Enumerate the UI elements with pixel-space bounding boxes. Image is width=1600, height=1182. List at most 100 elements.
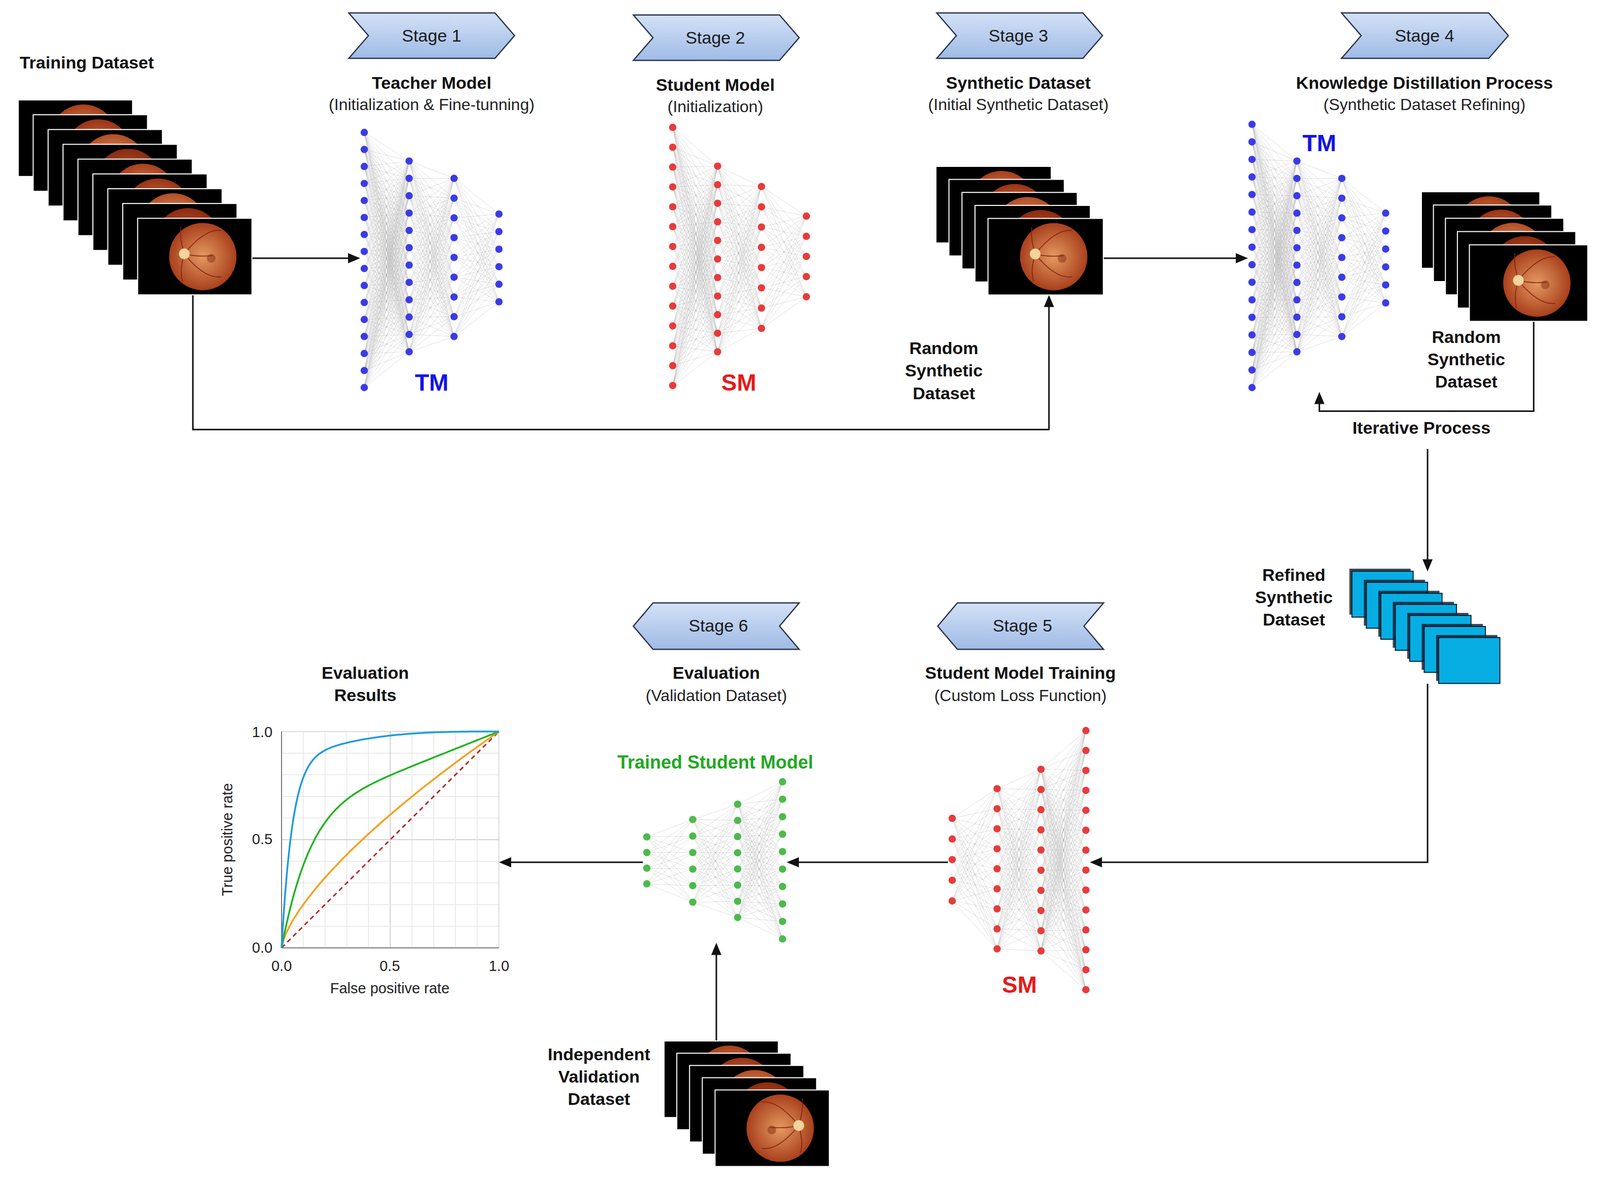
connector-line: [510, 861, 643, 863]
optic-disc: [1512, 274, 1524, 286]
dataset-label: Refined Synthetic Dataset: [1242, 563, 1345, 631]
connector: [1102, 253, 1248, 264]
neuron-dot: [643, 880, 651, 888]
vessel: [761, 1125, 799, 1149]
axis-title: True positive rate: [218, 783, 238, 897]
connector: [252, 253, 361, 264]
neuron-dot: [450, 175, 458, 183]
shape-graphic: [642, 777, 787, 944]
image-frame: [715, 1089, 830, 1167]
neuron-dot: [713, 181, 721, 189]
arrow-head: [1235, 253, 1248, 264]
neuron-dot: [689, 898, 697, 906]
stage-heading: Student Model Training: [925, 661, 1117, 684]
neuron-dot: [993, 945, 1001, 953]
connector: [1422, 448, 1433, 572]
chart-title: Evaluation Results: [301, 661, 429, 707]
shape-graphic: [948, 726, 1091, 1000]
stage-subheading: (Validation Dataset): [645, 685, 788, 707]
neuron-dot: [1036, 866, 1045, 874]
neuron-dot: [993, 925, 1001, 933]
stage-chevron: Stage 6Evaluation(Validation Dataset): [632, 602, 800, 651]
axis-tick: 1.0: [252, 722, 273, 743]
neuron-dot: [405, 296, 413, 304]
optic-disc: [793, 1120, 805, 1131]
neuron-dot: [1293, 157, 1301, 165]
network-graphic: SM: [948, 726, 1091, 1000]
neuron-dot: [948, 897, 956, 905]
neuron-dot: [1248, 120, 1256, 128]
connector: [1314, 321, 1534, 412]
neuron-dot: [450, 313, 458, 321]
neuron-dot: [689, 832, 697, 840]
stage-heading: Student Model: [655, 73, 775, 96]
fundus-image: [1019, 222, 1088, 291]
stage-chevron: [1341, 13, 1509, 59]
vessel: [1034, 254, 1072, 278]
neuron-dot: [1293, 261, 1301, 269]
neuron-dot: [734, 848, 742, 856]
neuron-dot: [713, 236, 721, 245]
stage-heading: Evaluation: [672, 661, 760, 684]
macula: [1057, 254, 1067, 263]
axis-tick: 1.0: [488, 956, 509, 977]
neuron-dot: [360, 316, 368, 324]
neuron-dot: [360, 128, 368, 136]
neuron-dot: [405, 261, 413, 269]
neuron-dot: [668, 381, 676, 390]
neuron-dot: [1381, 227, 1389, 235]
neuron-dot: [450, 234, 458, 242]
network-graphic: Trained Student Model: [642, 777, 787, 944]
neuron-dot: [993, 825, 1001, 833]
neuron-dot: [643, 832, 651, 841]
neuron-dot: [668, 342, 676, 350]
vessel: [1034, 230, 1072, 255]
stage-subheading: (Initialization & Fine-tunning): [328, 94, 535, 116]
neuron-dot: [757, 264, 765, 272]
neuron-dot: [1082, 726, 1090, 735]
connector-line: [1102, 257, 1237, 259]
neuron-dot: [1338, 194, 1346, 202]
neuron-dot: [713, 162, 721, 170]
neuron-dot: [1381, 281, 1389, 289]
arrow-head: [1422, 559, 1433, 572]
neuron-dot: [1248, 279, 1256, 287]
stage-chevron: [936, 13, 1103, 59]
neuron-dot: [495, 245, 503, 253]
neuron-dot: [1338, 254, 1346, 262]
connector-line: [252, 257, 350, 259]
neuron-dot: [668, 322, 676, 330]
neuron-dot: [1381, 263, 1389, 271]
neuron-dot: [713, 310, 721, 319]
neuron-dot: [779, 882, 787, 890]
connector-line: [797, 861, 948, 863]
neuron-dot: [779, 847, 787, 855]
connector: [499, 857, 644, 868]
neuron-dot: [450, 194, 458, 202]
neuron-dot: [1082, 946, 1090, 954]
axis-tick: 0.0: [252, 938, 273, 958]
neuron-dot: [668, 262, 676, 270]
neuron-dot: [360, 196, 368, 204]
neuron-dot: [1082, 767, 1090, 775]
shape-graphic: [1351, 571, 1501, 684]
stage-chevron: [633, 15, 800, 61]
neuron-dot: [1248, 208, 1256, 216]
vessel: [1518, 256, 1556, 281]
shape-graphic: [935, 166, 1104, 295]
neuron-dot: [450, 293, 458, 301]
neuron-dot: [668, 302, 676, 310]
neuron-dot: [779, 795, 787, 803]
stage-label: Stage 5: [992, 614, 1053, 637]
grid-line: [281, 925, 499, 927]
neuron-dot: [1293, 175, 1301, 183]
neuron-dot: [993, 865, 1001, 873]
neuron-dot: [713, 273, 721, 282]
shape-graphic: [668, 123, 811, 398]
neuron-dot: [689, 848, 697, 856]
image-frame: [137, 218, 253, 295]
model-label: TM: [411, 369, 452, 396]
network-links: [672, 127, 807, 386]
neuron-dot: [993, 845, 1001, 853]
neuron-dot: [689, 881, 697, 889]
